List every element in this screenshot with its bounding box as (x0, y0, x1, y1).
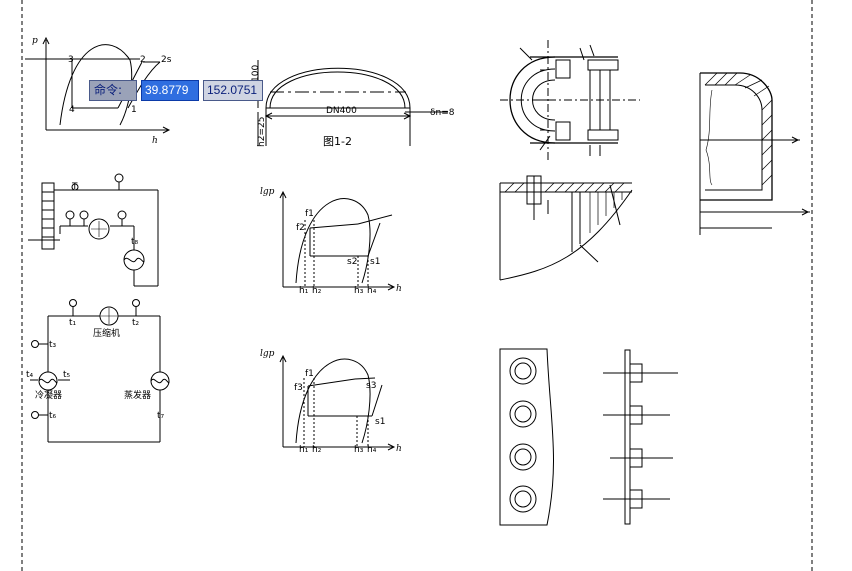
head-dn-dim: DN400 (326, 106, 357, 116)
chart-a-h3: h₃ (354, 286, 364, 296)
chart-b-h1: h₁ (299, 445, 309, 455)
flange-section (499, 175, 633, 281)
loop2-t5: t₅ (63, 370, 71, 380)
chart-a-h4: h₄ (367, 286, 377, 296)
ph-axis-h: h (152, 136, 158, 146)
ph-point-4: 4 (69, 105, 75, 115)
compressor-label: 压缩机 (93, 327, 120, 339)
refrigeration-loop-2 (30, 299, 170, 443)
vessel-head-drawing (257, 60, 448, 146)
chart-b-h3: h₃ (354, 445, 364, 455)
loop2-t1: t₁ (69, 318, 77, 328)
ph-point-1: 1 (131, 105, 137, 115)
ph-point-3: 3 (68, 55, 74, 65)
chart-a-h2: h₂ (312, 286, 322, 296)
chart-a-axis-h: h (396, 284, 402, 294)
head-h2-dim: h2=25 (257, 117, 267, 147)
loop1-t8: t₈ (131, 237, 139, 247)
command-prompt-label: 命令: (89, 80, 137, 101)
head-delta-dim: δn=8 (430, 108, 455, 118)
tube-sheet-section (603, 349, 678, 525)
loop2-t7: t₇ (157, 411, 165, 421)
loop2-t3: t₃ (49, 340, 57, 350)
vessel-end-section (699, 72, 810, 235)
loop1-gauge-label: T (71, 182, 78, 192)
chart-a-f2: f2 (296, 223, 305, 233)
chart-b-h4: h₄ (367, 445, 377, 455)
chart-a-h1: h₁ (299, 286, 309, 296)
chart-b-axis-h: h (396, 444, 402, 454)
chart-a-f1: f1 (305, 209, 314, 219)
lgp-chart-a (279, 190, 396, 291)
chart-b-f3: f3 (294, 383, 303, 393)
loop2-t6: t₆ (49, 411, 57, 421)
refrigeration-loop-1 (28, 173, 159, 287)
evaporator-label: 蒸发器 (124, 389, 151, 401)
u-tube-section (500, 40, 640, 160)
chart-b-axis-lgp: lgp (260, 349, 275, 359)
chart-a-s2: s2 (347, 257, 357, 267)
head-height-dim: 100 (251, 65, 261, 82)
lgp-chart-b (279, 354, 396, 451)
loop2-t2: t₂ (132, 318, 140, 328)
condenser-label: 冷凝器 (35, 389, 62, 401)
ph-point-2s: 2s (161, 55, 172, 65)
chart-b-h2: h₂ (312, 445, 322, 455)
figure-caption: 图1-2 (323, 135, 352, 148)
chart-b-s3: s3 (366, 381, 376, 391)
chart-b-f1: f1 (305, 369, 314, 379)
loop2-t4: t₄ (26, 370, 34, 380)
x-coordinate-input[interactable]: 39.8779 (141, 80, 199, 101)
tube-sheet-plan (499, 348, 554, 526)
y-coordinate-input[interactable]: 152.0751 (203, 80, 263, 101)
chart-a-s1: s1 (370, 257, 380, 267)
chart-b-s1: s1 (375, 417, 385, 427)
ph-axis-p: p (32, 36, 38, 46)
chart-a-axis-lgp: lgp (260, 187, 275, 197)
ph-point-2: 2 (140, 55, 146, 65)
